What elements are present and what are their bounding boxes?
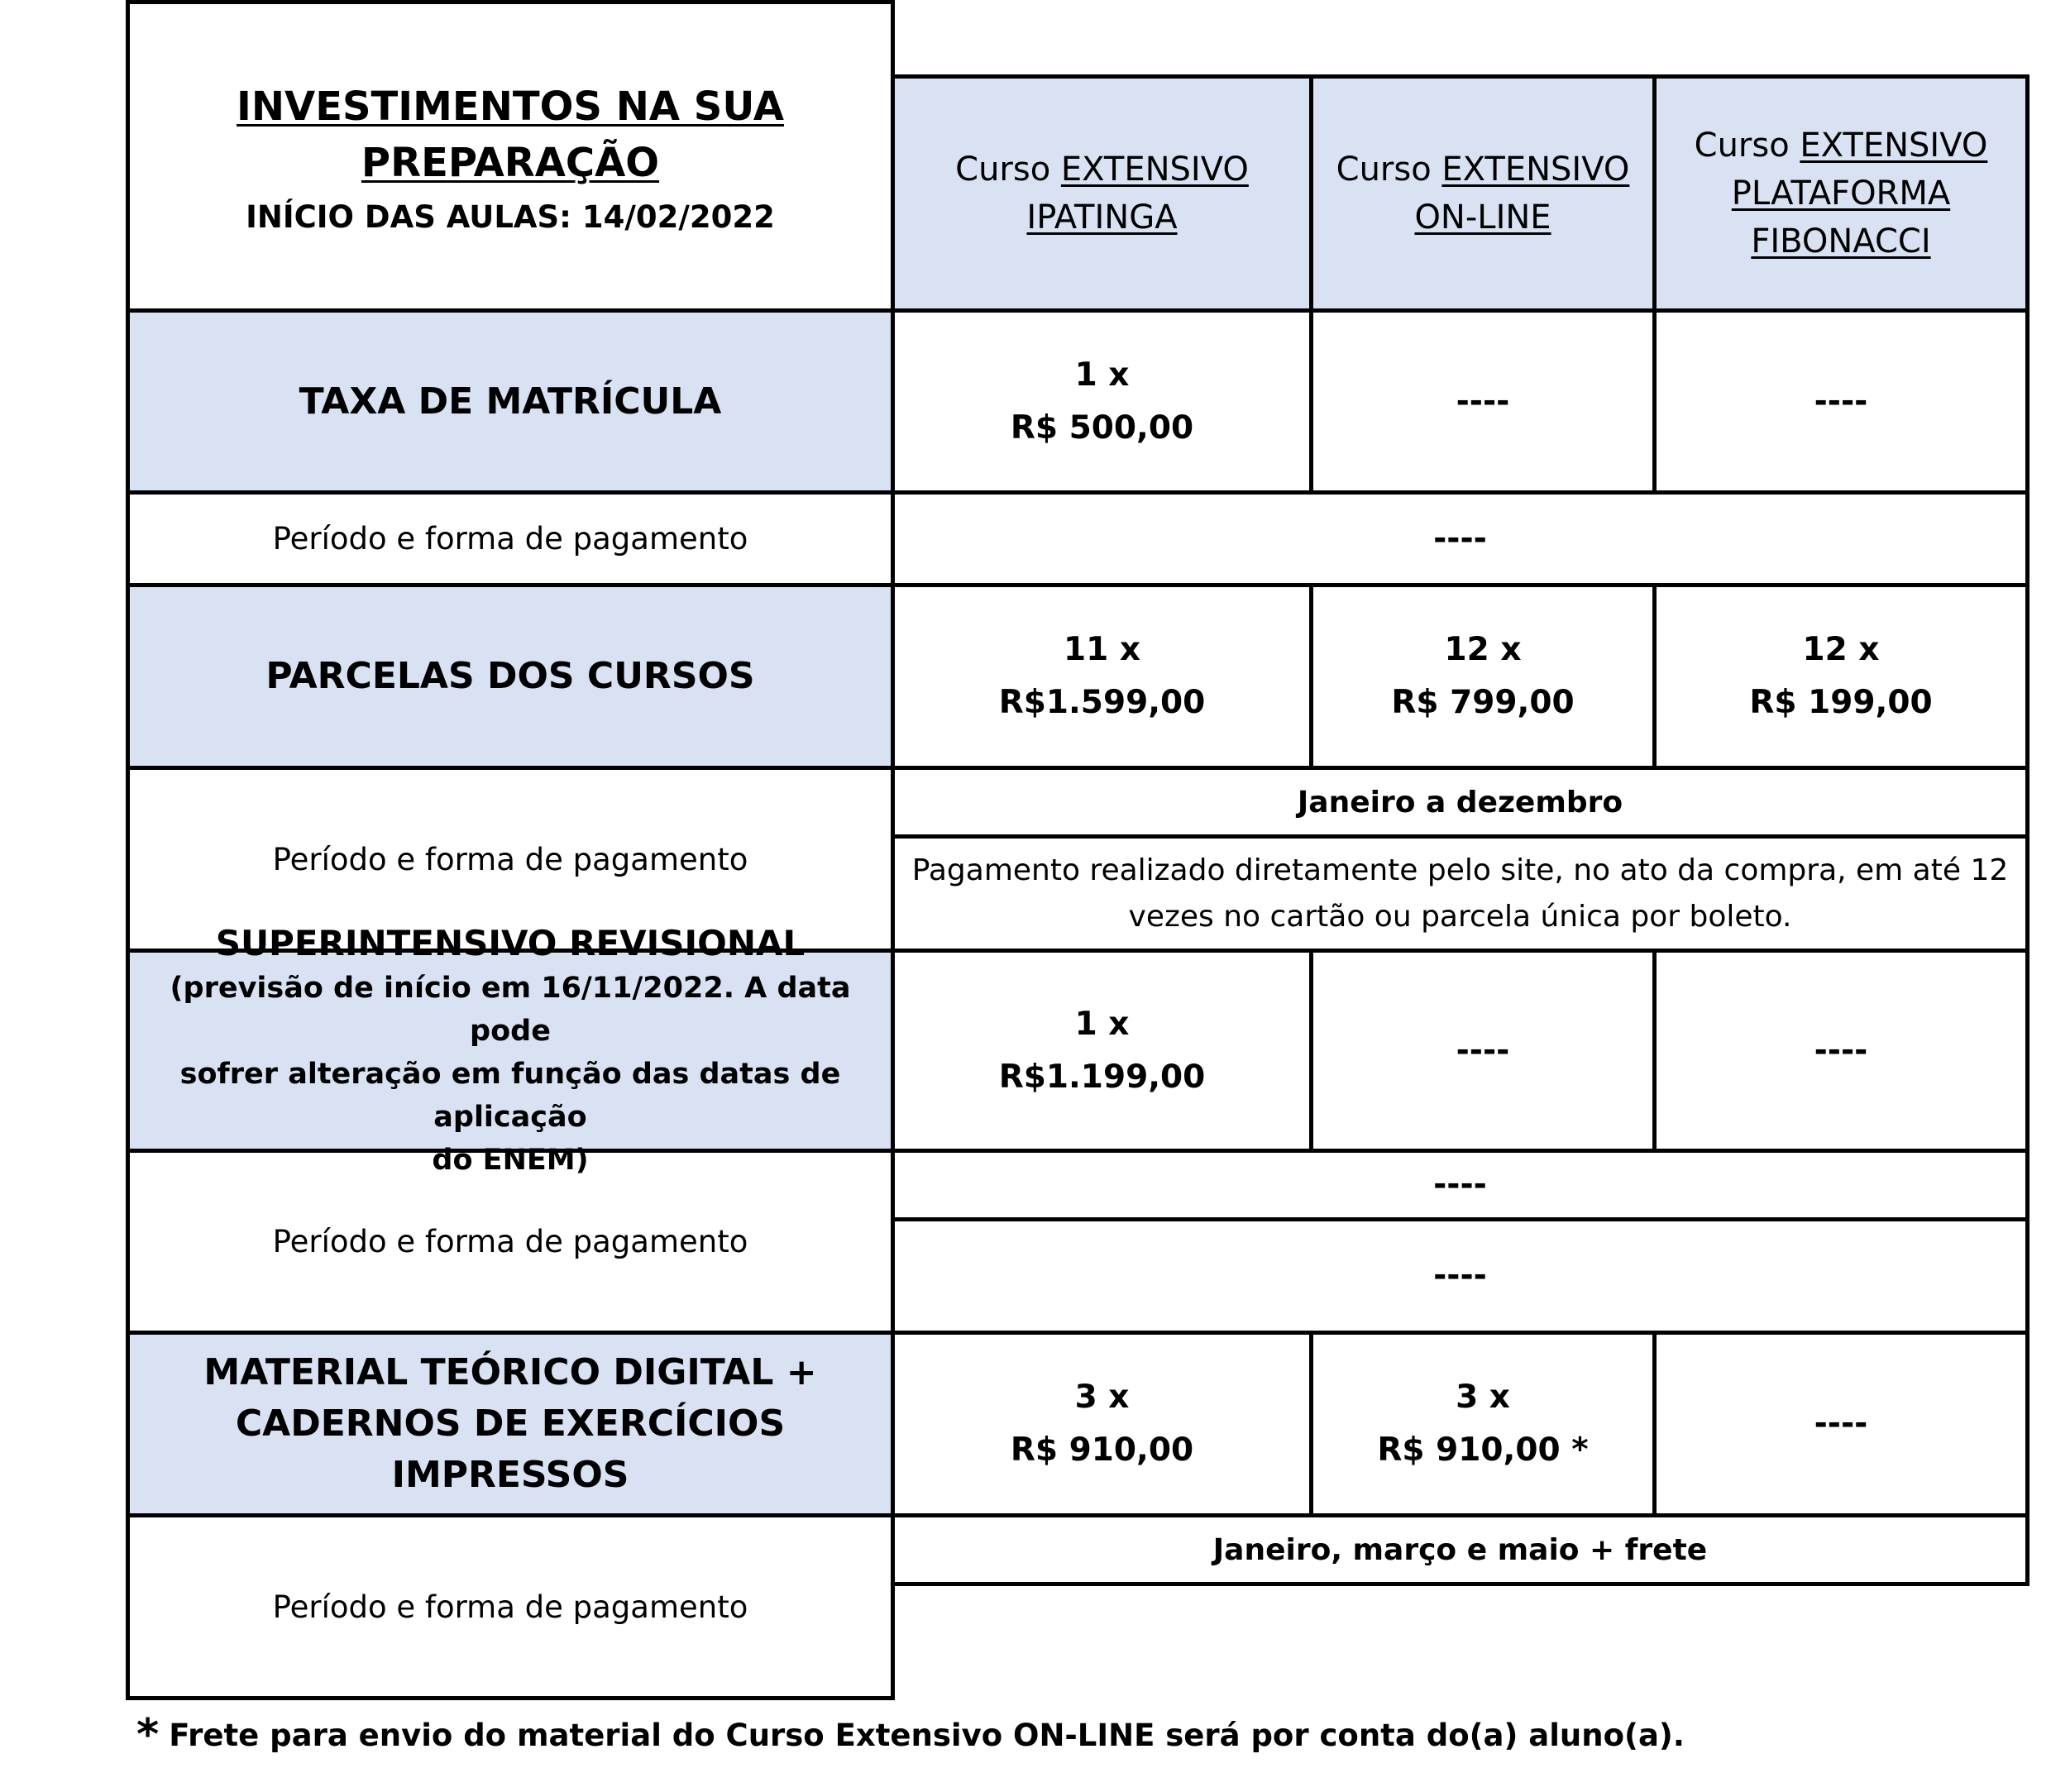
- material-periodo-value: Janeiro, março e maio + frete: [891, 1513, 2029, 1586]
- column-header-ipatinga: Curso EXTENSIVO IPATINGA: [891, 74, 1313, 313]
- column-header-online: Curso EXTENSIVO ON-LINE: [1309, 74, 1657, 313]
- footnote: * Frete para envio do material do Curso E…: [136, 1710, 1685, 1760]
- taxa-online-cell: ----: [1309, 308, 1657, 495]
- material-periodo-label: Período e forma de pagamento: [126, 1513, 895, 1700]
- row-label-taxa: TAXA DE MATRÍCULA: [126, 308, 895, 495]
- page-title-line2: PREPARAÇÃO: [361, 139, 660, 186]
- footnote-text: Frete para envio do material do Curso Ex…: [169, 1718, 1685, 1753]
- column-header-fibonacci: Curso EXTENSIVO PLATAFORMA FIBONACCI: [1652, 74, 2029, 313]
- title-cell: INVESTIMENTOS NA SUA PREPARAÇÃO INÍCIO D…: [126, 0, 895, 313]
- taxa-periodo-value: ----: [891, 490, 2029, 587]
- super-periodo-label: Período e forma de pagamento: [126, 1149, 895, 1335]
- row-label-parcelas: PARCELAS DOS CURSOS: [126, 583, 895, 770]
- super-periodo-value-2: ----: [891, 1217, 2029, 1335]
- parcelas-ipatinga-cell: 11 x R$1.599,00: [891, 583, 1313, 770]
- taxa-fibonacci-cell: ----: [1652, 308, 2029, 495]
- parcelas-periodo-months: Janeiro a dezembro: [891, 766, 2029, 839]
- material-fibonacci-cell: ----: [1652, 1331, 2029, 1517]
- page-title-line1: INVESTIMENTOS NA SUA: [237, 83, 784, 130]
- super-online-cell: ----: [1309, 949, 1657, 1153]
- super-ipatinga-cell: 1 x R$1.199,00: [891, 949, 1313, 1153]
- parcelas-periodo-note: Pagamento realizado diretamente pelo sit…: [891, 834, 2029, 953]
- material-ipatinga-cell: 3 x R$ 910,00: [891, 1331, 1313, 1517]
- footnote-asterisk: *: [136, 1710, 160, 1760]
- parcelas-online-cell: 12 x R$ 799,00: [1309, 583, 1657, 770]
- super-periodo-value-1: ----: [891, 1149, 2029, 1221]
- super-fibonacci-cell: ----: [1652, 949, 2029, 1153]
- parcelas-fibonacci-cell: 12 x R$ 199,00: [1652, 583, 2029, 770]
- taxa-periodo-label: Período e forma de pagamento: [126, 490, 895, 587]
- material-online-cell: 3 x R$ 910,00 *: [1309, 1331, 1657, 1517]
- taxa-ipatinga-cell: 1 x R$ 500,00: [891, 308, 1313, 495]
- row-label-material: MATERIAL TEÓRICO DIGITAL + CADERNOS DE E…: [126, 1331, 895, 1517]
- start-date: INÍCIO DAS AULAS: 14/02/2022: [246, 198, 775, 235]
- row-label-superintensivo: SUPERINTENSIVO REVISIONAL (previsão de i…: [126, 923, 895, 1177]
